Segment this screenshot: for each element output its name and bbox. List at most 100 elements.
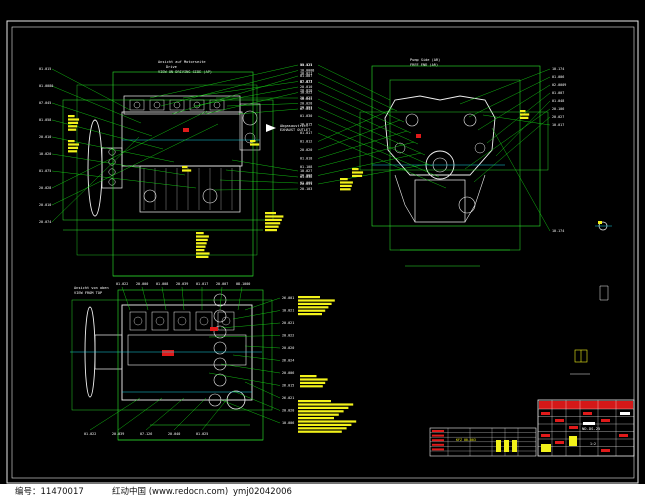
item-tag: 07.045 <box>39 101 51 105</box>
item-tag: 20.010 <box>300 85 312 89</box>
top-cylinder <box>151 311 169 331</box>
leader-line <box>232 310 281 320</box>
exhaust-outlet-label: Abgasaustritt EXHAUST OUTLET <box>266 124 311 132</box>
leader-line <box>232 390 281 411</box>
title-cell-fill <box>601 419 610 422</box>
front-dimension-lines <box>62 71 274 277</box>
note-line <box>196 235 209 238</box>
leader-line <box>171 75 299 115</box>
item-tag: 01.025 <box>196 432 208 436</box>
leader-line <box>495 100 551 157</box>
item-tag: 01.012 <box>300 140 312 144</box>
leader-line <box>317 108 394 142</box>
top-component <box>213 341 227 355</box>
note-line <box>265 222 281 225</box>
leader-line <box>208 372 281 386</box>
item-tag: 10.111 <box>300 63 312 67</box>
note-line <box>298 423 352 426</box>
item-tag: 01.018 <box>300 157 312 161</box>
front-engine-outline <box>87 95 261 217</box>
item-tag: 20.028 <box>39 186 51 190</box>
item-tag: 20.074 <box>39 220 51 224</box>
item-tag: 10.174 <box>552 67 564 71</box>
note-line <box>250 143 260 146</box>
dimension-frame <box>76 84 258 256</box>
flywheel-housing <box>101 147 123 189</box>
title-cell-fill <box>619 434 628 437</box>
title-block-cells <box>537 399 635 457</box>
title-logo <box>541 444 551 452</box>
title-cell-fill <box>569 426 578 429</box>
svg-text:EXHAUST OUTLET: EXHAUST OUTLET <box>280 128 311 132</box>
item-tag: 01.025 <box>300 63 312 67</box>
top-dimension-lines <box>71 289 273 441</box>
note-line <box>182 169 192 172</box>
leader-line <box>317 73 398 112</box>
svg-text:Ansicht von oben: Ansicht von oben <box>74 286 109 290</box>
item-tag: 20.039 <box>176 282 188 286</box>
detail-symbols <box>570 221 612 375</box>
yellow-note-blocks <box>68 110 530 433</box>
note-line <box>68 150 78 153</box>
leader-line <box>317 107 426 156</box>
note-line <box>196 252 210 255</box>
note-line <box>298 413 339 416</box>
top-cylinder <box>129 311 147 331</box>
note-line <box>352 171 364 174</box>
drawing-scale: 1:2 <box>590 442 596 446</box>
leader-line <box>121 286 131 311</box>
item-tag: 20.039 <box>112 432 124 436</box>
note-line <box>298 296 320 299</box>
leader-line <box>117 397 163 431</box>
leader-line <box>181 286 185 311</box>
note-line <box>196 238 208 241</box>
note-line <box>298 406 349 409</box>
note-line <box>68 118 80 121</box>
note-line <box>68 125 78 128</box>
note-line <box>68 146 79 149</box>
leader-line <box>226 103 299 107</box>
red-marker <box>183 128 189 132</box>
note-line <box>298 302 332 305</box>
side-item-tags: 10.11110.02107.07320.02010.04520.00301.0… <box>300 63 566 233</box>
note-line <box>196 255 209 258</box>
note-line <box>68 143 80 146</box>
item-tag: 07.043 <box>300 107 312 111</box>
item-tag: 01.015 <box>39 67 51 71</box>
item-tag: 01.022 <box>84 432 96 436</box>
title-cell-fill <box>541 412 550 415</box>
item-tag: 10.021 <box>300 72 312 76</box>
item-tag: 20.103 <box>300 187 312 191</box>
watermark-user: ymj02042006 <box>233 487 292 497</box>
oil-pan <box>139 165 241 213</box>
item-tag: 01.036 <box>300 175 312 179</box>
note-line <box>298 403 354 406</box>
side-component <box>463 113 477 127</box>
item-tag: 10.006 <box>282 421 294 425</box>
side-engine-view: Pump Side (AR) FREE END (AR) 10.11110.02… <box>300 58 566 267</box>
leader-line <box>482 114 551 126</box>
note-line <box>265 225 279 228</box>
note-line <box>520 113 530 116</box>
note-line <box>298 420 357 423</box>
item-tag: 01.007 <box>300 74 312 78</box>
leader-line <box>486 92 551 144</box>
top-component <box>213 325 227 339</box>
item-tag: 01.017 <box>300 80 312 84</box>
leader-line <box>317 163 429 185</box>
item-tag: 20.031 <box>300 182 312 186</box>
note-line <box>300 375 317 378</box>
title-cell-fill <box>601 449 610 452</box>
item-tag: 26.015 <box>282 384 294 388</box>
turbo-outlet <box>244 132 256 144</box>
leader-line <box>220 363 281 374</box>
item-tag: 01.0080 <box>39 84 53 88</box>
title-band <box>539 401 633 409</box>
svg-text:Drive: Drive <box>166 65 177 69</box>
top-engine-outline <box>70 293 262 410</box>
leader-line <box>491 127 551 232</box>
leader-line <box>220 399 281 424</box>
item-tag: 01.030 <box>300 114 312 118</box>
